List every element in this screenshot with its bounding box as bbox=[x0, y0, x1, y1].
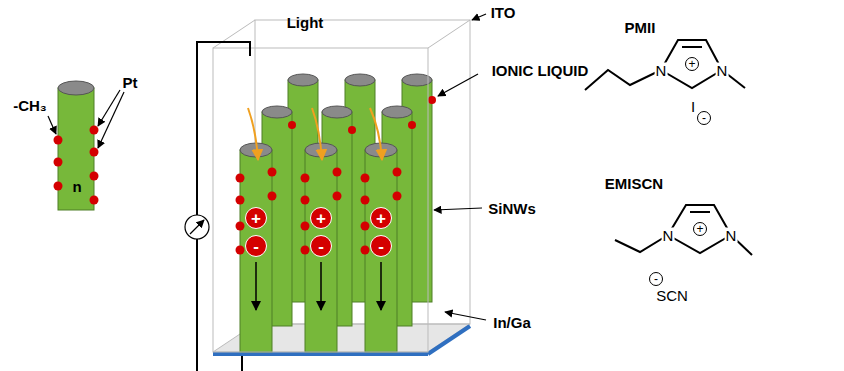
single-nanowire bbox=[48, 81, 124, 210]
emiscn-structure bbox=[615, 205, 752, 255]
charge-symbol: + bbox=[685, 57, 699, 71]
inga-label: In/Ga bbox=[493, 315, 531, 330]
atom-label: N bbox=[662, 228, 675, 243]
n-type-label: n bbox=[72, 179, 81, 194]
methyl-dots bbox=[236, 96, 437, 255]
hole-symbol: + bbox=[245, 207, 267, 229]
atom-label: N bbox=[716, 63, 729, 78]
electron-symbol: - bbox=[370, 235, 392, 257]
atom-label: N bbox=[655, 63, 668, 78]
leader-arrows bbox=[434, 14, 486, 320]
light-rays bbox=[248, 108, 382, 160]
anion-label: SCN bbox=[655, 288, 689, 303]
cell-box-front bbox=[213, 48, 428, 352]
external-circuit bbox=[185, 42, 250, 371]
nanowire-front-row bbox=[240, 143, 397, 352]
pt-label: Pt bbox=[123, 75, 138, 90]
current-arrows bbox=[256, 262, 381, 310]
emiscn-label: EMISCN bbox=[605, 176, 663, 191]
hole-symbol: + bbox=[370, 207, 392, 229]
pmii-structure bbox=[585, 40, 745, 90]
atom-label: I bbox=[690, 99, 696, 114]
light-label: Light bbox=[287, 15, 324, 30]
ito-label: ITO bbox=[491, 5, 516, 20]
atom-label: N bbox=[725, 228, 738, 243]
pmii-label: PMII bbox=[625, 20, 656, 35]
hole-symbol: + bbox=[310, 207, 332, 229]
charge-symbol: - bbox=[697, 111, 711, 125]
ionic-liquid-label: IONIC LIQUID bbox=[492, 63, 589, 78]
charge-symbol: - bbox=[649, 272, 663, 286]
sinws-label: SiNWs bbox=[488, 201, 536, 216]
methyl-label: -CH₃ bbox=[13, 98, 47, 113]
electron-symbol: - bbox=[310, 235, 332, 257]
charge-symbol: + bbox=[693, 222, 707, 236]
electron-symbol: - bbox=[245, 235, 267, 257]
